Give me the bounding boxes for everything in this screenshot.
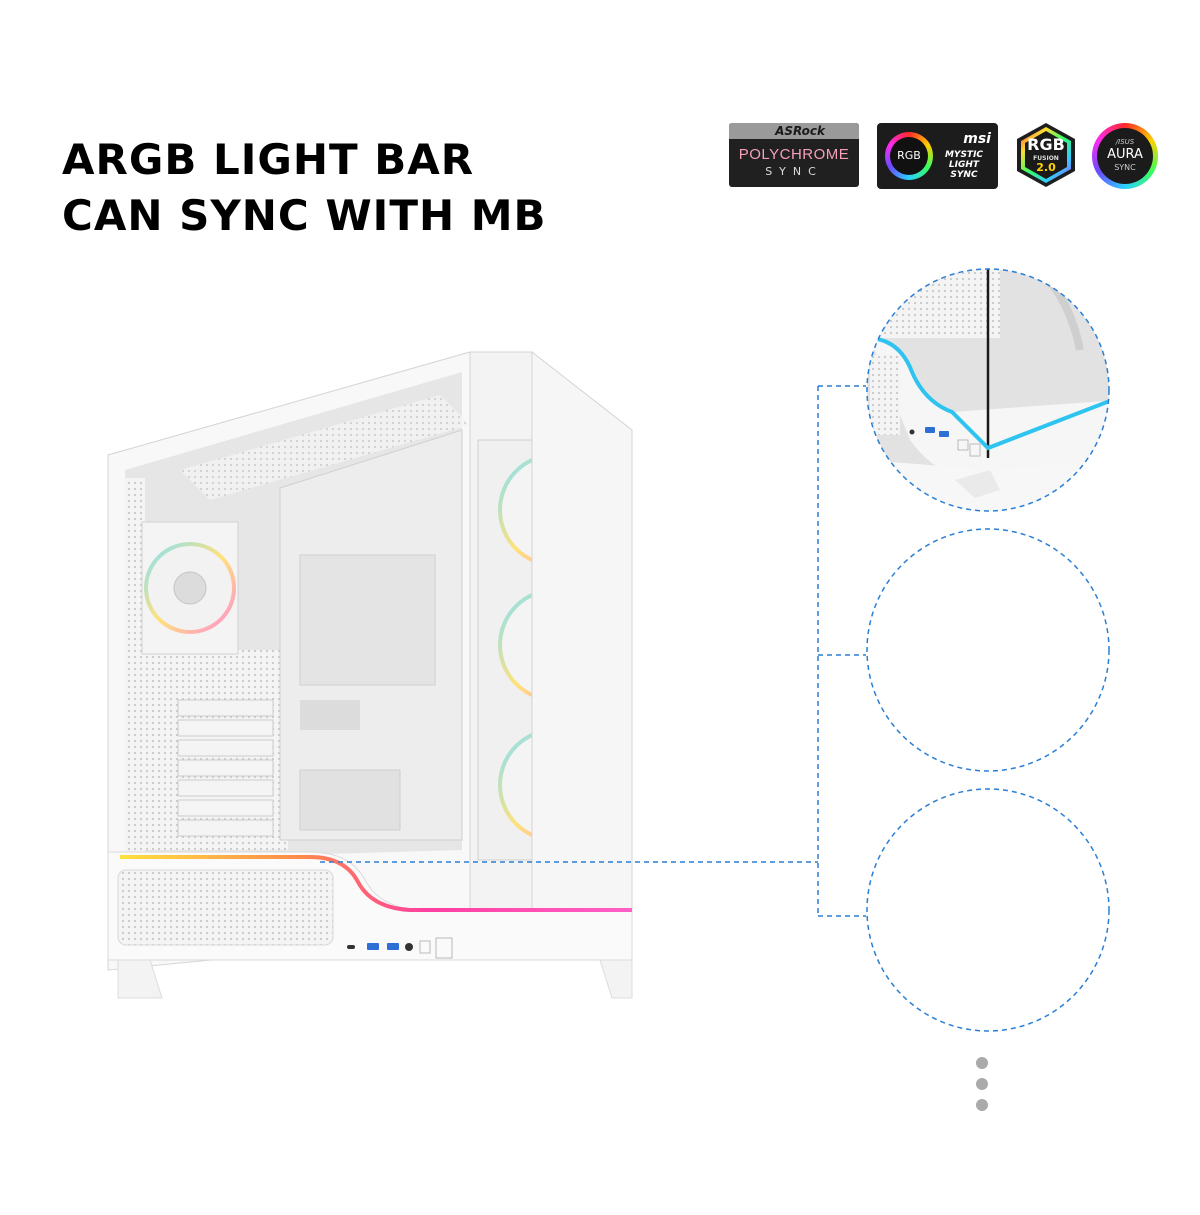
headline-line-1: ARGB LIGHT BAR <box>62 135 475 184</box>
pc-case <box>107 350 633 999</box>
headline: ARGB LIGHT BAR CAN SYNC WITH MB <box>62 132 547 244</box>
zoom-circle-cyan <box>866 268 1110 512</box>
usb-port-icon <box>367 943 379 950</box>
zoom-circle-red <box>866 788 1110 1032</box>
msi-mystic-light-sync-logo: RGB msi MYSTIC LIGHT SYNC <box>877 123 998 189</box>
aura-sync-text: SYNC <box>1114 163 1136 172</box>
headline-line-2: CAN SYNC WITH MB <box>62 191 547 240</box>
asrock-polychrome-text: POLYCHROME <box>738 146 850 163</box>
usb-port-icon <box>387 943 399 950</box>
fusion-text: FUSION <box>1033 155 1059 162</box>
fusion-rgb-text: RGB <box>1027 135 1065 154</box>
asrock-polychrome-sync-logo: ASRock POLYCHROME SYNC <box>729 123 859 187</box>
asus-brand: /ISUS <box>1115 138 1135 146</box>
msi-line-2: LIGHT <box>948 160 980 170</box>
asrock-brand: ASRock <box>729 123 859 139</box>
rgb-fusion-logo: RGB FUSION 2.0 <box>1017 123 1075 187</box>
front-io-panel <box>347 937 453 959</box>
fusion-version-text: 2.0 <box>1036 161 1056 174</box>
asus-aura-sync-logo: /ISUS AURA SYNC <box>1092 123 1158 189</box>
more-dots-icon <box>976 1057 988 1111</box>
msi-line-1: MYSTIC <box>944 150 984 160</box>
aura-text: AURA <box>1107 147 1143 162</box>
argb-light-bar <box>120 855 632 912</box>
rgb-ring-icon: RGB <box>885 132 933 180</box>
asrock-sync-text: SYNC <box>765 165 823 178</box>
rear-fan-icon <box>141 521 239 655</box>
power-button-icon[interactable] <box>435 937 453 959</box>
leader-lines <box>320 385 866 917</box>
msi-brand: msi <box>963 131 991 147</box>
led-button-icon[interactable] <box>419 940 431 954</box>
msi-line-3: SYNC <box>950 170 978 180</box>
zoom-circle-green <box>866 528 1110 772</box>
usb-c-port-icon <box>347 945 355 949</box>
msi-ring-text: RGB <box>890 137 928 175</box>
msi-mystic-light-sync-text: MYSTIC LIGHT SYNC <box>935 150 993 180</box>
audio-jack-icon <box>405 943 413 951</box>
